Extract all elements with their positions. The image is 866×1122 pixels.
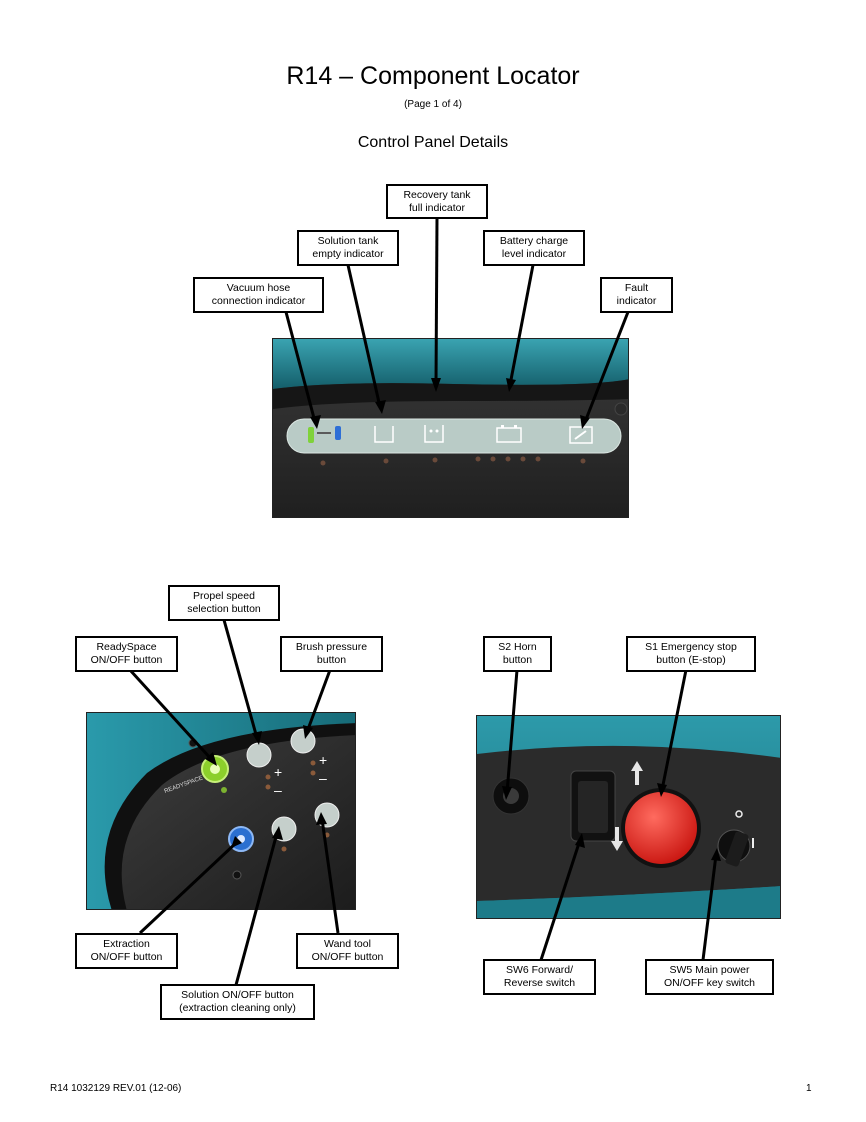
callout-solution: Solution ON/OFF button (extraction clean… [160, 984, 315, 1020]
callout-readyspace: ReadySpace ON/OFF button [75, 636, 178, 672]
callout-main-power: SW5 Main power ON/OFF key switch [645, 959, 774, 995]
callout-vacuum-hose: Vacuum hose connection indicator [193, 277, 324, 313]
footer-doc-id: R14 1032129 REV.01 (12-06) [50, 1083, 181, 1094]
callout-extraction: Extraction ON/OFF button [75, 933, 178, 969]
callout-forward-reverse: SW6 Forward/ Reverse switch [483, 959, 596, 995]
callout-brush-pressure: Brush pressure button [280, 636, 383, 672]
footer-page-number: 1 [806, 1083, 812, 1094]
callout-fault: Fault indicator [600, 277, 673, 313]
callout-battery-charge: Battery charge level indicator [483, 230, 585, 266]
callout-wand-tool: Wand tool ON/OFF button [296, 933, 399, 969]
callout-solution-tank: Solution tank empty indicator [297, 230, 399, 266]
callout-horn: S2 Horn button [483, 636, 552, 672]
callout-estop: S1 Emergency stop button (E-stop) [626, 636, 756, 672]
callout-recovery-tank: Recovery tank full indicator [386, 184, 488, 219]
callout-propel-speed: Propel speed selection button [168, 585, 280, 621]
